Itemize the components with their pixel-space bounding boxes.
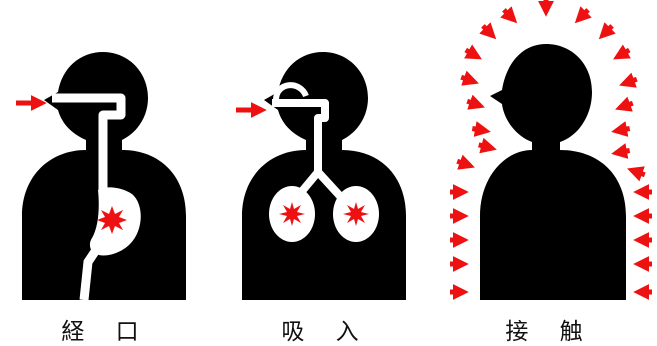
panel-contact — [450, 0, 652, 300]
arrow-icon — [483, 26, 493, 36]
arrow-icon — [632, 170, 645, 175]
arrow-icon — [620, 103, 633, 108]
arrow-icon — [616, 151, 630, 154]
arrow-icon — [461, 77, 474, 82]
arrow-icon — [467, 101, 480, 106]
arrow-icon — [466, 50, 478, 57]
arrow-icon — [472, 129, 486, 132]
arrow-icon — [479, 145, 493, 149]
arrow-icon — [578, 10, 588, 20]
arrow-icon — [624, 79, 637, 84]
panel-inhalation — [236, 52, 406, 300]
caption-inhalation: 吸 入 — [226, 312, 426, 346]
arrow-icon — [617, 50, 629, 57]
arrow-icon — [457, 161, 470, 166]
caption-oral: 経 口 — [6, 312, 206, 346]
body-silhouette — [480, 44, 626, 300]
panel-oral — [16, 52, 186, 300]
caption-contact: 接 触 — [450, 312, 650, 346]
arrow-icon — [504, 10, 514, 20]
arrow-icon — [616, 129, 630, 132]
arrow-icon — [602, 26, 612, 36]
